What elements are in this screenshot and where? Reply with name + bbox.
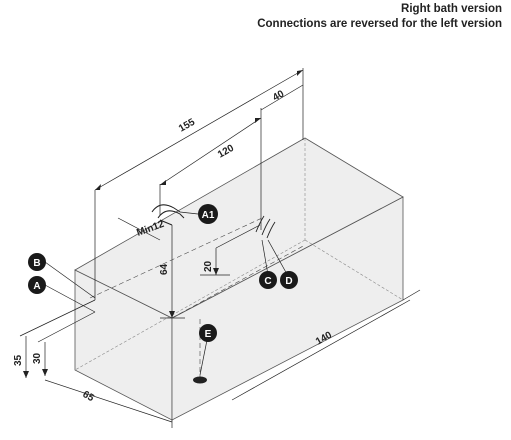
- dim-64: 64: [159, 263, 170, 275]
- dim-155: 155: [177, 117, 197, 135]
- header-version-note: Connections are reversed for the left ve…: [257, 18, 502, 30]
- marker-b-label: B: [33, 258, 40, 269]
- dim-20: 20: [203, 260, 214, 272]
- marker-e-label: E: [205, 329, 212, 340]
- drain-outlet: [193, 376, 207, 384]
- waste-connection: [255, 215, 276, 239]
- marker-a: A: [28, 276, 46, 294]
- marker-d: D: [280, 271, 298, 289]
- marker-a-label: A: [33, 281, 40, 292]
- marker-b: B: [28, 253, 46, 271]
- box-body: [74, 137, 404, 421]
- box-top-face: [74, 137, 404, 319]
- marker-a1-label: A1: [202, 210, 215, 221]
- marker-a1: A1: [198, 204, 218, 224]
- marker-d-label: D: [285, 276, 292, 287]
- dimension-arrows: [23, 70, 303, 378]
- center-lines: [89, 217, 306, 380]
- marker-leaders: [44, 211, 289, 376]
- marker-e: E: [199, 324, 217, 342]
- dim-30: 30: [32, 352, 43, 364]
- dim-40: 40: [271, 88, 287, 103]
- marker-c-label: C: [264, 276, 271, 287]
- hidden-edges: [74, 138, 404, 371]
- dim-120: 120: [216, 143, 236, 161]
- dim-35: 35: [13, 354, 24, 366]
- dimension-lines: [19, 68, 421, 428]
- dim-65: 65: [81, 389, 97, 404]
- marker-c: C: [259, 271, 277, 289]
- overflow-pipe: [151, 204, 185, 226]
- header-version-title: Right bath version: [401, 3, 502, 15]
